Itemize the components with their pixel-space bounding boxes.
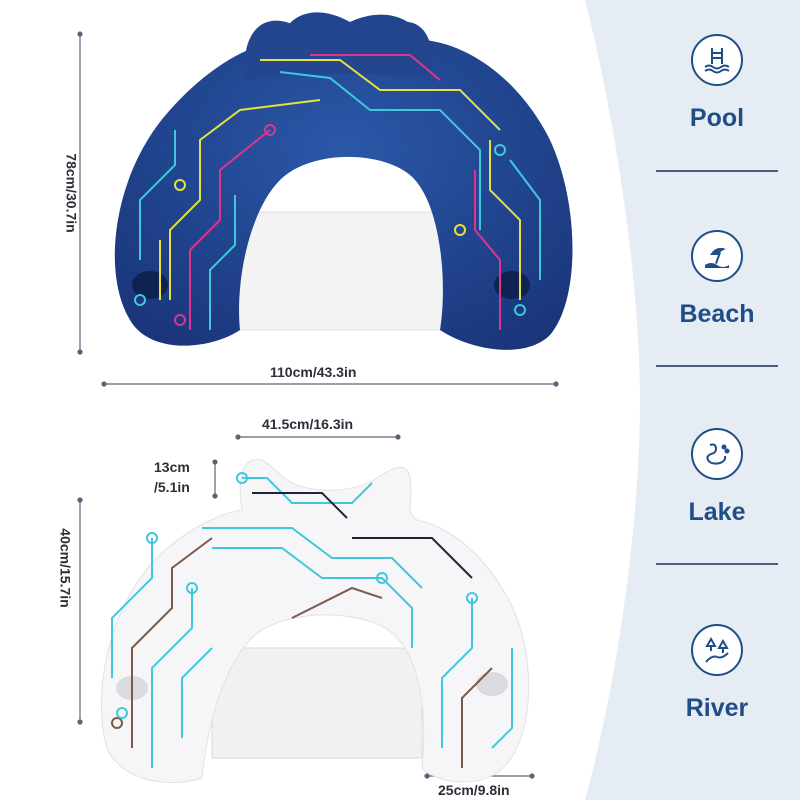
blue-width-label: 110cm/43.3in [270,364,357,380]
white-top-width-label: 41.5cm/16.3in [262,416,354,432]
river-trees-icon [691,624,743,676]
use-lake: Lake [660,428,774,527]
use-pool: Pool [660,34,774,133]
use-river-label: River [685,694,749,722]
white-float-image [100,459,530,784]
divider [656,365,778,367]
white-height-label: 40cm/15.7in [57,528,74,608]
use-pool-label: Pool [689,104,745,132]
blue-float-image [114,12,573,350]
divider [656,170,778,172]
blue-height-label: 78cm/30.7in [63,153,80,233]
use-beach-label: Beach [679,300,755,328]
use-river: River [660,624,774,723]
pool-ladder-icon [691,34,743,86]
use-beach: Beach [660,230,774,329]
white-head-height-label-1: 13cm [154,459,190,475]
white-cup-width-label: 25cm/9.8in [438,782,510,798]
beach-umbrella-icon [691,230,743,282]
use-lake-label: Lake [688,498,746,526]
white-head-height-label-2: /5.1in [154,479,190,495]
divider [656,563,778,565]
lake-icon [691,428,743,480]
